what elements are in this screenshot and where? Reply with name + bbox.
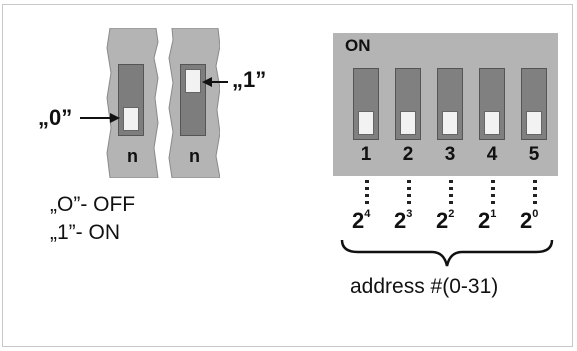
connector-5 [533,180,537,204]
switch-0-label: n [127,146,138,166]
switch-number-4: 4 [486,144,498,165]
switch-1-knob [185,69,201,93]
power-4: 21 [478,207,497,233]
dip-switch-3 [437,68,463,140]
zero-label: „0” [38,105,73,130]
legend-off: „O”- OFF [50,193,136,216]
dip-switch-4 [479,68,505,140]
switch-number-2: 2 [402,144,414,165]
curly-brace [340,239,554,267]
address-caption: address #(0-31) [350,275,499,298]
dip-switch-1 [353,68,379,140]
switch-number-1: 1 [360,144,372,165]
power-3: 22 [436,207,455,233]
dip-switch-1-knob [358,111,374,135]
switch-0-knob [123,107,139,131]
arrows [80,77,228,123]
switch-1-label: n [189,146,200,166]
connector-4 [491,180,495,204]
dip-switch-2-knob [400,111,416,135]
switch-0-slot [118,64,144,136]
dip-switch-2 [395,68,421,140]
on-label: ON [345,36,371,55]
switch-number-5: 5 [528,144,540,165]
dip-switch-5 [521,68,547,140]
connector-1 [365,180,369,204]
connector-2 [407,180,411,204]
dip-switch-4-knob [484,111,500,135]
switch-1-slot [180,64,206,136]
one-label: „1” [232,67,267,92]
dip-switch-3-knob [442,111,458,135]
dip-switch-panel: ON 1 2 3 4 5 [333,33,558,176]
dip-switch-5-knob [526,111,542,135]
legend-on: „1”- ON [50,221,120,244]
power-5: 20 [520,207,539,233]
power-2: 23 [394,207,413,233]
switch-number-3: 3 [444,144,456,165]
connector-3 [449,180,453,204]
power-1: 24 [352,207,371,233]
